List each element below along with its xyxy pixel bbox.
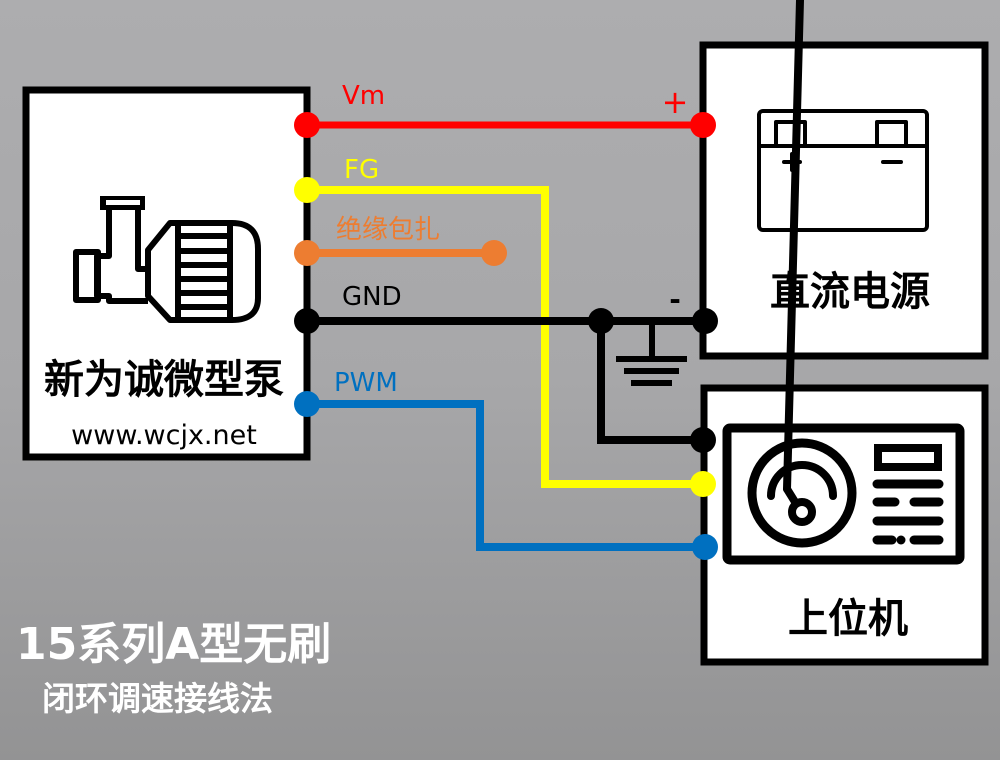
wire-insulated: 绝缘包扎 — [294, 215, 507, 266]
pump-block: 新为诚微型泵 www.wcjx.net — [22, 86, 311, 461]
power-name: 直流电源 — [770, 269, 930, 315]
wire-vm-label: Vm — [342, 81, 385, 111]
insulated-end — [481, 240, 507, 266]
gauge-panel-icon — [722, 0, 965, 565]
wire-pwm: PWM — [294, 368, 718, 560]
wire-gnd-label: GND — [342, 282, 402, 312]
pump-url: www.wcjx.net — [71, 420, 257, 451]
pump-fg-terminal — [294, 177, 320, 203]
pump-name: 新为诚微型泵 — [44, 357, 284, 403]
power-plus-terminal-label: + — [662, 83, 689, 121]
host-name: 上位机 — [788, 596, 908, 642]
battery-icon — [757, 109, 929, 232]
pump-gnd-terminal — [294, 308, 320, 334]
power-block-box — [699, 41, 989, 360]
wire-fg-label: FG — [344, 155, 379, 185]
power-block: 直流电源 + - — [662, 41, 989, 360]
wire-insulated-label: 绝缘包扎 — [336, 215, 440, 245]
pump-pwm-terminal — [294, 391, 320, 417]
host-block: 上位机 — [700, 0, 989, 666]
host-fg-terminal — [690, 471, 716, 497]
ground-icon — [616, 321, 687, 386]
power-minus-terminal — [692, 308, 718, 334]
host-pwm-terminal — [692, 534, 718, 560]
wire-vm: Vm — [294, 81, 716, 138]
gnd-junction — [588, 308, 614, 334]
caption-subtitle: 闭环调速接线法 — [42, 679, 273, 718]
wire-gnd: GND — [294, 282, 718, 453]
pump-motor-icon — [73, 196, 261, 323]
pump-vm-terminal — [294, 112, 320, 138]
host-gnd-terminal — [690, 427, 716, 453]
wire-fg: FG — [294, 155, 716, 497]
wire-pwm-label: PWM — [334, 368, 398, 398]
power-minus-terminal-label: - — [669, 283, 681, 316]
power-plus-terminal — [690, 112, 716, 138]
caption-title: 15系列A型无刷 — [16, 619, 332, 670]
pump-insulated-terminal — [294, 240, 320, 266]
